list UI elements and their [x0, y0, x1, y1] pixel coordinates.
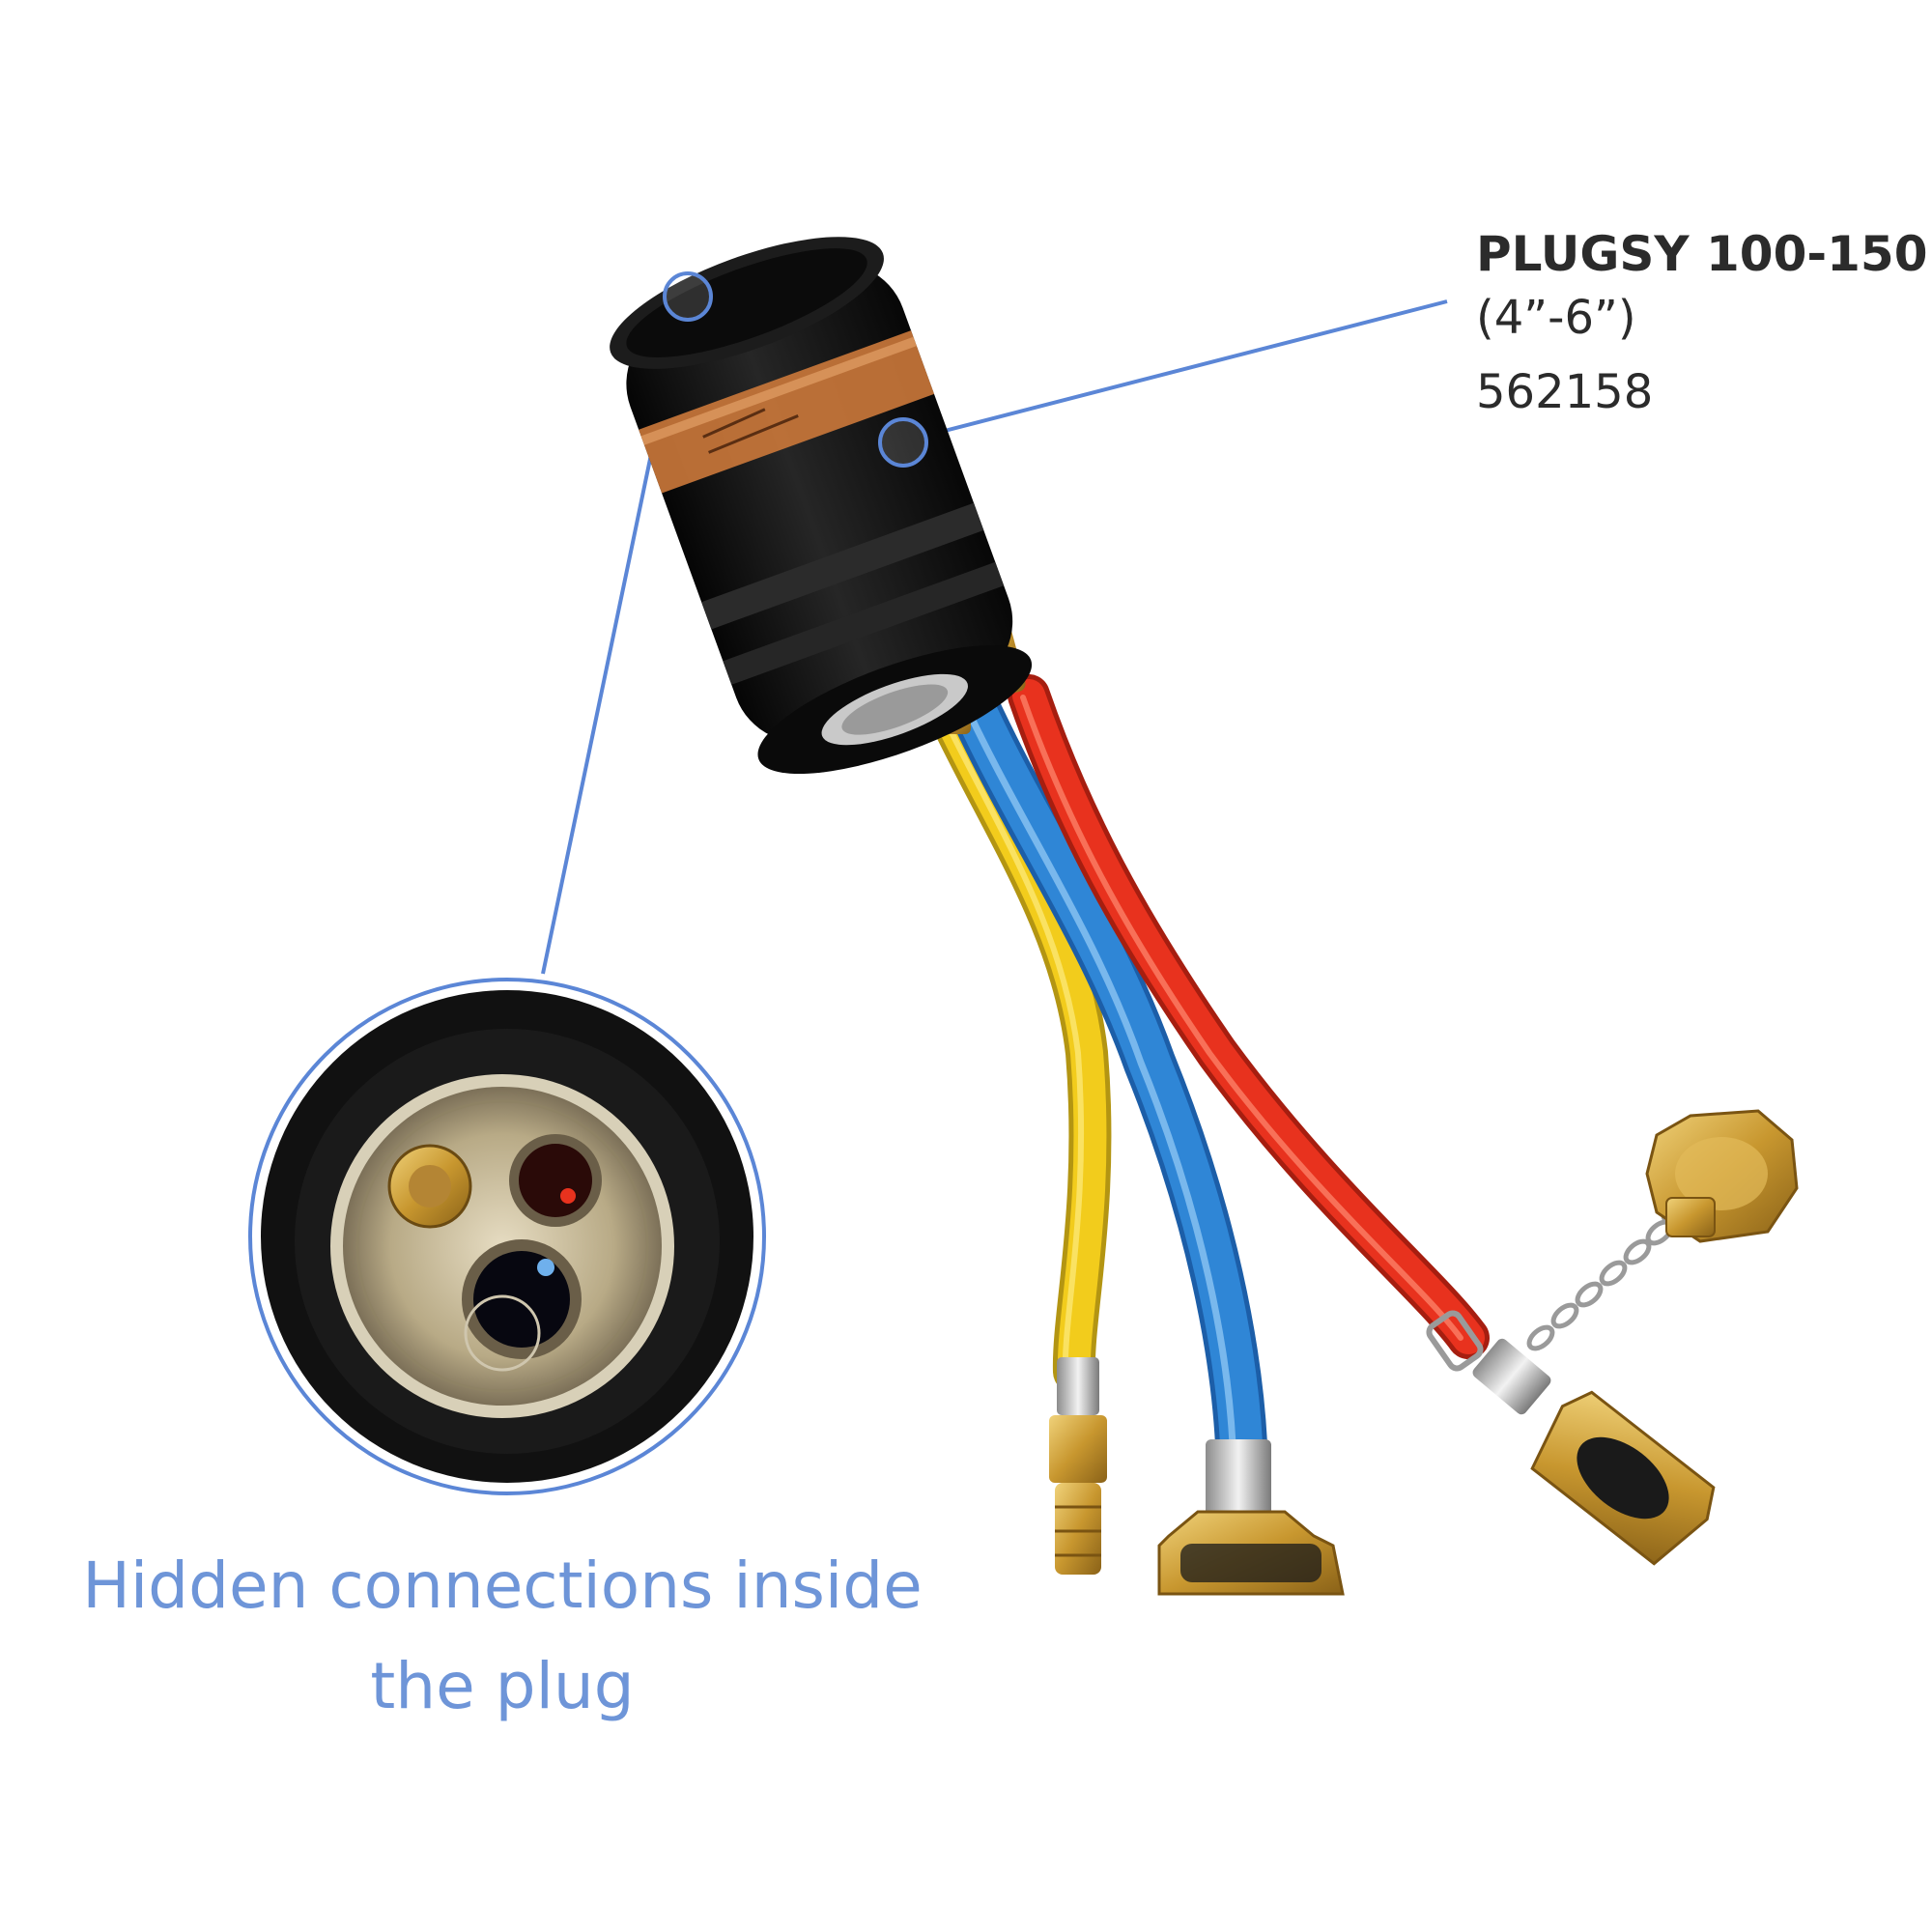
dust-cap-icon — [1645, 1109, 1799, 1243]
blue-coupling — [1157, 1439, 1345, 1596]
callout-dot-icon — [878, 417, 928, 468]
inset-caption: Hidden connections inside the plug — [39, 1536, 966, 1737]
hose-blue — [940, 665, 1267, 1470]
inset-plug-end — [248, 978, 766, 1495]
caption-line-1: Hidden connections inside — [82, 1548, 923, 1623]
product-label: PLUGSY 100-150 (4”-6”) 562158 — [1476, 224, 1927, 433]
callout-dot-icon — [663, 271, 713, 322]
caption-line-2: the plug — [370, 1649, 635, 1723]
product-name: PLUGSY 100-150 — [1476, 226, 1928, 282]
plug-body — [610, 237, 1033, 775]
red-coupling — [1426, 1310, 1716, 1566]
hose-red — [1008, 674, 1490, 1359]
yellow-fitting — [1049, 1357, 1107, 1575]
product-code: 562158 — [1476, 365, 1654, 419]
product-size: (4”-6”) — [1476, 291, 1636, 345]
